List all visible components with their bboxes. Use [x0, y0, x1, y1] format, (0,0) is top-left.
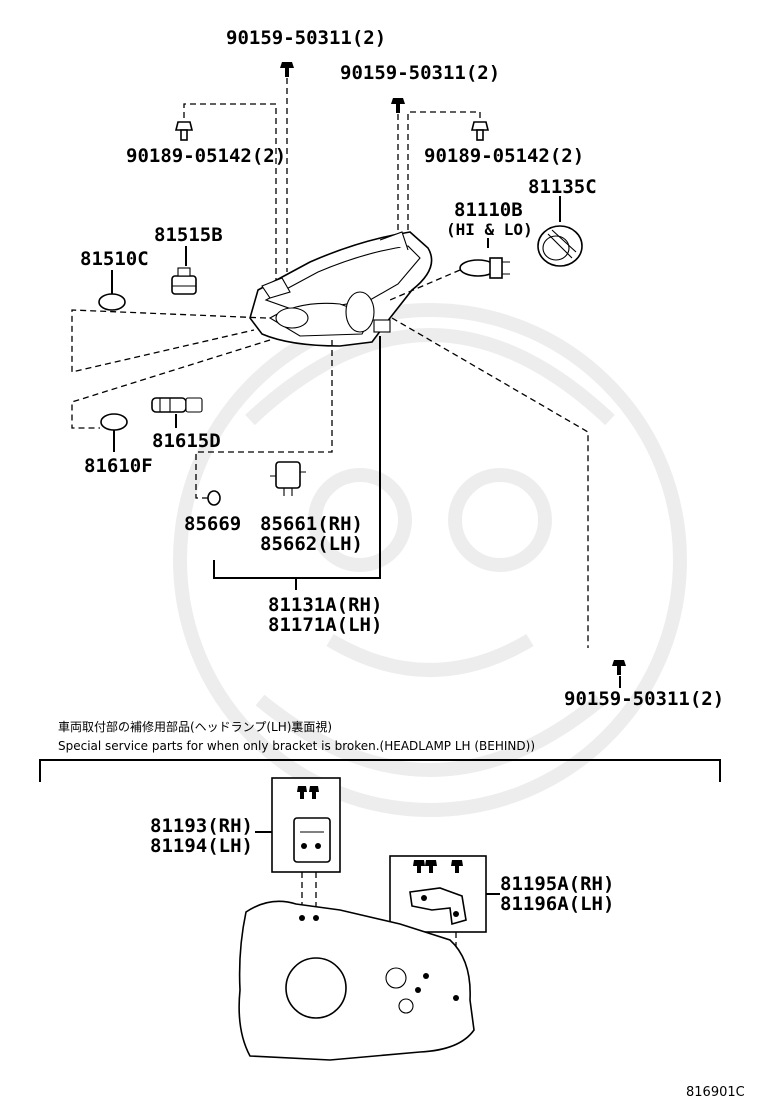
label-gasket: 85669 — [184, 513, 241, 535]
section-bracket — [39, 759, 721, 782]
note-english: Special service parts for when only brac… — [58, 739, 535, 753]
lens-small-2-icon — [100, 413, 128, 431]
cap-icon — [537, 225, 583, 267]
label-screw-bottom: 90159-50311(2) — [564, 688, 724, 710]
label-bracket-a-lh: 81194(LH) — [150, 835, 253, 857]
actuator-icon — [270, 461, 306, 496]
screw-bottom-icon — [612, 660, 626, 675]
note-japanese: 車両取付部の補修用部品(ヘッドランプ(LH)裏面視) — [58, 719, 332, 734]
bracket-b-box — [389, 855, 487, 933]
bracket-a-box — [271, 777, 341, 873]
label-screw-top-a: 90159-50311(2) — [226, 27, 386, 49]
bolt-left-icon — [174, 121, 194, 141]
label-lens-small-2: 81610F — [84, 455, 153, 477]
label-cap: 81135C — [528, 176, 597, 198]
label-headlamp-lh: 81171A(LH) — [268, 614, 382, 636]
screw-top-a-icon — [280, 62, 294, 77]
label-bracket-b-lh: 81196A(LH) — [500, 893, 614, 915]
screw-top-b-icon — [391, 98, 405, 113]
watermark-logo — [173, 303, 687, 817]
socket-2-icon — [151, 397, 203, 413]
label-actuator-rh: 85661(RH) — [260, 513, 363, 535]
label-actuator-lh: 85662(LH) — [260, 533, 363, 555]
gasket-icon — [207, 490, 221, 506]
label-bulb-hi-lo: 81110B — [454, 199, 523, 221]
socket-icon — [171, 267, 197, 295]
label-lens-small: 81510C — [80, 248, 149, 270]
bolt-right-icon — [470, 121, 490, 141]
headlamp-assembly — [249, 231, 433, 347]
lens-small-icon — [98, 293, 126, 311]
label-bolt-left: 90189-05142(2) — [126, 145, 286, 167]
diagram-code: 816901C — [686, 1085, 745, 1100]
label-bracket-b-rh: 81195A(RH) — [500, 873, 614, 895]
label-socket: 81515B — [154, 224, 223, 246]
label-bracket-a-rh: 81193(RH) — [150, 815, 253, 837]
label-bulb-hi-lo-note: (HI & LO) — [446, 220, 533, 239]
label-socket-2: 81615D — [152, 430, 221, 452]
label-bolt-right: 90189-05142(2) — [424, 145, 584, 167]
label-screw-top-b: 90159-50311(2) — [340, 62, 500, 84]
bulb-hi-lo-icon — [459, 257, 510, 279]
label-headlamp-rh: 81131A(RH) — [268, 594, 382, 616]
headlamp-housing-back — [238, 900, 475, 1061]
